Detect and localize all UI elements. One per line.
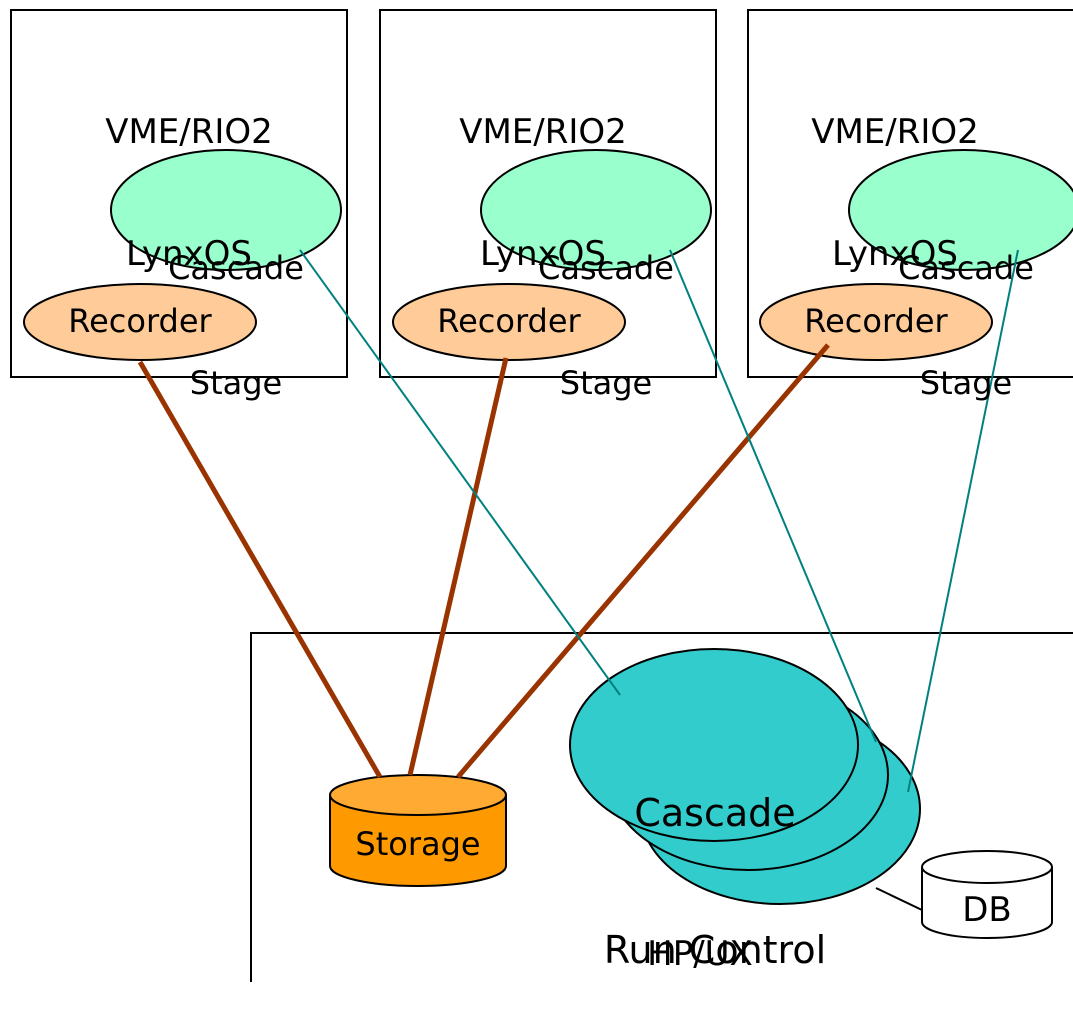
architecture-diagram bbox=[10, 9, 1073, 982]
cascade-stage-ellipse-1 bbox=[110, 149, 342, 271]
recorder-ellipse-1 bbox=[23, 283, 257, 361]
cascade-stage-ellipse-2 bbox=[480, 149, 712, 271]
cascade-stage-3-line2: Stage bbox=[919, 363, 1013, 402]
vme-node-3-hardware: VME/RIO2 bbox=[811, 111, 979, 152]
control-link-2 bbox=[669, 249, 877, 743]
cascade-stage-label-2: Cascade Stage bbox=[501, 172, 711, 441]
run-control-line2: Run Control bbox=[603, 927, 827, 972]
cascade-stage-2-line1: Cascade bbox=[538, 248, 674, 287]
vme-node-1-hardware: VME/RIO2 bbox=[105, 111, 273, 152]
db-label: DB bbox=[962, 890, 1012, 930]
recorder-label-3: Recorder bbox=[804, 302, 948, 340]
vme-node-3-os: LynxOS bbox=[832, 233, 958, 274]
hpux-label: HP/UX bbox=[647, 934, 753, 974]
recorder-ellipse-3 bbox=[759, 283, 993, 361]
run-control-line1: Cascade bbox=[634, 791, 796, 836]
vme-node-1-os: LynxOS bbox=[126, 233, 252, 274]
vme-node-2-title: VME/RIO2 LynxOS bbox=[418, 30, 668, 316]
storage-label: Storage bbox=[355, 825, 481, 863]
db-cylinder-top bbox=[921, 850, 1053, 884]
control-link-1 bbox=[299, 249, 621, 696]
recorder-label-1: Recorder bbox=[68, 302, 212, 340]
data-link-3 bbox=[456, 343, 830, 779]
vme-node-2-os: LynxOS bbox=[480, 233, 606, 274]
storage-cylinder-top bbox=[329, 774, 507, 816]
cascade-stage-label-1: Cascade Stage bbox=[131, 172, 341, 441]
data-link-1 bbox=[137, 360, 383, 779]
cascade-stage-1-line1: Cascade bbox=[168, 248, 304, 287]
vme-node-3-title: VME/RIO2 LynxOS bbox=[770, 30, 1020, 316]
control-link-3 bbox=[907, 249, 1019, 793]
cascade-stage-3-line1: Cascade bbox=[898, 248, 1034, 287]
storage-cylinder-body bbox=[329, 795, 507, 887]
cascade-stage-label-3: Cascade Stage bbox=[861, 172, 1071, 441]
data-link-2 bbox=[407, 357, 509, 776]
cascade-stage-1-line2: Stage bbox=[189, 363, 283, 402]
run-control-ellipse-front bbox=[569, 648, 859, 842]
cascade-stage-ellipse-3 bbox=[848, 149, 1073, 271]
recorder-label-2: Recorder bbox=[437, 302, 581, 340]
recorder-ellipse-2 bbox=[392, 283, 626, 361]
vme-node-1-title: VME/RIO2 LynxOS bbox=[64, 30, 314, 316]
cascade-stage-2-line2: Stage bbox=[559, 363, 653, 402]
run-control-label: Cascade Run Control bbox=[580, 700, 850, 1019]
db-connector bbox=[875, 887, 923, 911]
vme-node-2-hardware: VME/RIO2 bbox=[459, 111, 627, 152]
db-cylinder-body bbox=[921, 867, 1053, 939]
